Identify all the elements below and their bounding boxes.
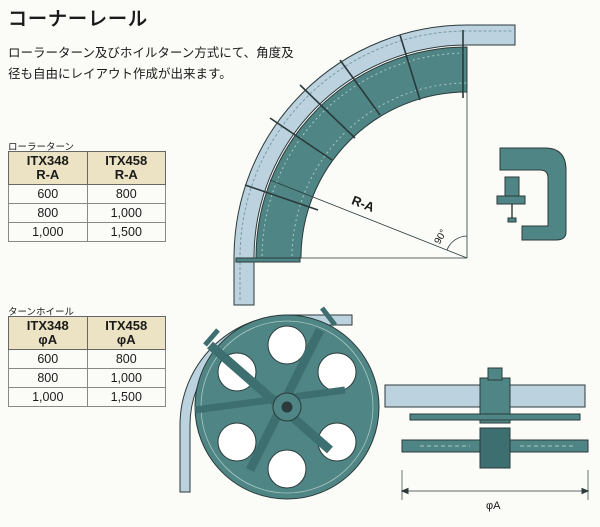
table-cell: 1,000: [86, 368, 166, 388]
side-hanger-top: [487, 367, 503, 381]
table-header-cell: ITX348 R-A: [8, 151, 88, 185]
roller-dots: [261, 52, 468, 257]
table-row: 600 800: [8, 184, 166, 204]
table-row: 800 1,000: [8, 203, 166, 223]
wheel-side-view: [384, 367, 590, 500]
table-cell: 1,500: [86, 387, 166, 407]
bracket: [399, 34, 421, 101]
roller-turn-caption: ローラーターン: [8, 142, 75, 153]
description: ローラーターン及びホイルターン方式にて、角度及 径も自由にレイアウト作成が出来ま…: [8, 42, 338, 84]
page-title: コーナーレール: [8, 8, 149, 30]
wheel-hole: [217, 422, 257, 462]
clamp-jaw: [496, 195, 526, 205]
turn-wheel-drawing: [179, 306, 380, 500]
clamp-bolt: [507, 217, 517, 223]
table-row: 1,000 1,500: [8, 222, 166, 242]
curved-rail: [233, 24, 516, 306]
bracket: [244, 184, 319, 211]
wheel-turn-table: ITX348 φA ITX458 φA 600 800 800 1,000 1,…: [8, 316, 166, 407]
dimension-arrows: [400, 487, 590, 495]
hanger-clamp: [496, 147, 567, 241]
bracket: [269, 117, 333, 161]
description-line-2: 径も自由にレイアウト作成が出来ます。: [8, 66, 232, 81]
table-header-cell: ITX458 φA: [86, 316, 166, 350]
roller-turn-drawing: [233, 24, 516, 306]
wheel-turn-caption: ターンホイール: [8, 307, 75, 318]
wheel-hole: [317, 352, 357, 392]
wheel-hole: [267, 449, 307, 489]
table-cell: 1,000: [8, 387, 88, 407]
angle-arc: [446, 235, 468, 251]
table-row: 600 800: [8, 349, 166, 369]
end-plate: [235, 257, 301, 263]
radius-line: [269, 179, 468, 259]
table-row: 800 1,000: [8, 368, 166, 388]
table-header-cell: ITX348 φA: [8, 316, 88, 350]
clamp-jaw: [504, 176, 520, 198]
rail-slot: [239, 30, 512, 300]
roller-turn-table: ITX348 R-A ITX458 R-A 600 800 800 1,000 …: [8, 151, 166, 242]
clamp-body: [499, 147, 567, 241]
side-hub: [479, 427, 511, 469]
table-header-row: ITX348 φA ITX458 φA: [8, 316, 166, 350]
table-cell: 1,000: [86, 203, 166, 223]
wheel-arm: [203, 328, 220, 347]
table-cell: 1,500: [86, 222, 166, 242]
wheel-hub: [281, 401, 293, 413]
wheel-hole: [267, 325, 307, 365]
roller-plate: [255, 46, 468, 259]
radius-label: R-A: [350, 193, 378, 216]
bracket: [299, 84, 356, 139]
table-row: 1,000 1,500: [8, 387, 166, 407]
bracket: [339, 59, 381, 116]
table-header-cell: ITX458 R-A: [86, 151, 166, 185]
table-header-row: ITX348 R-A ITX458 R-A: [8, 151, 166, 185]
wheel-arm: [320, 306, 337, 327]
side-plate: [409, 413, 581, 421]
angle-label: 90°: [433, 228, 450, 247]
diameter-label: φA: [486, 500, 501, 512]
description-line-1: ローラーターン及びホイルターン方式にて、角度及: [8, 45, 294, 60]
wheel-arm: [194, 386, 346, 414]
roller-dots: [291, 82, 468, 257]
